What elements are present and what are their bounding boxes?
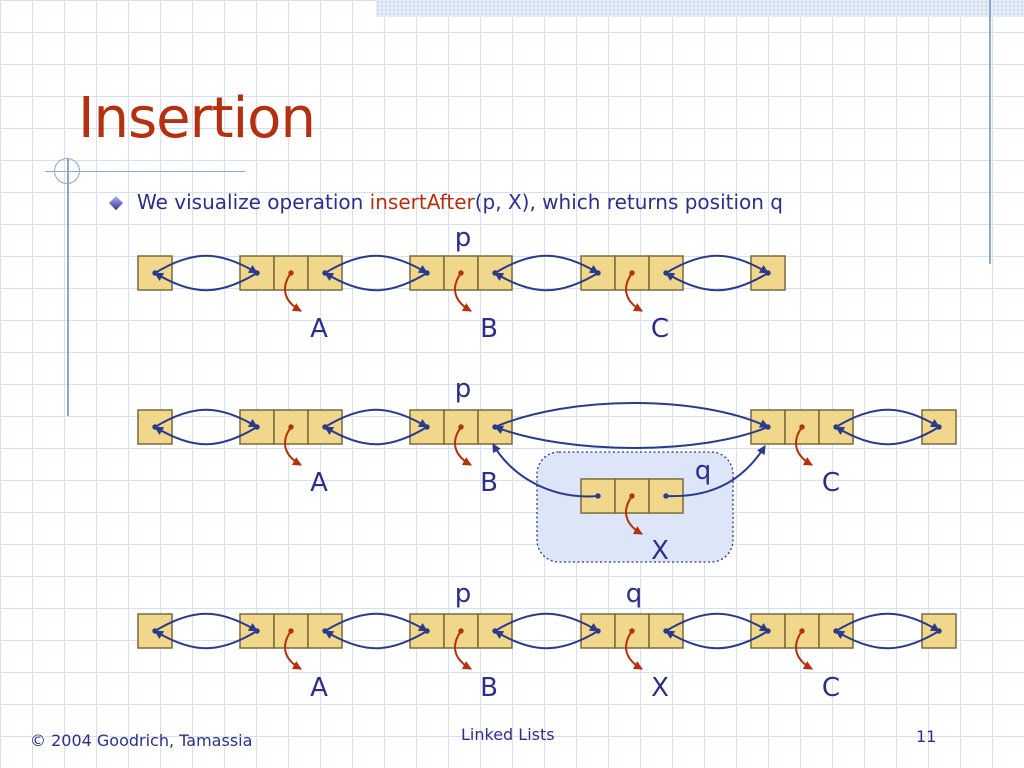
title-underline xyxy=(45,171,245,172)
step2-element-b: B xyxy=(480,468,498,498)
step3-b-x-prev-link xyxy=(494,630,599,650)
step2-c-b-prev-link xyxy=(494,425,769,449)
link-arrows-layer xyxy=(154,254,940,650)
step2-a-b-next-link xyxy=(324,408,428,428)
step3-element-b: B xyxy=(480,673,498,703)
step1-element-arrow-a xyxy=(284,272,302,312)
step2-element-arrow-a xyxy=(284,426,302,466)
step1-b-c-prev-link xyxy=(494,272,599,292)
footer-page-number: 11 xyxy=(916,727,937,746)
step1-element-b: B xyxy=(480,314,498,344)
step3-header-a-next-link xyxy=(154,612,258,632)
step3-a-b-prev-link xyxy=(324,630,428,650)
step2-header-a-next-link xyxy=(154,408,258,428)
step2-element-a: A xyxy=(310,468,328,498)
step3-element-a: A xyxy=(310,673,328,703)
footer-copyright: © 2004 Goodrich, Tamassia xyxy=(30,731,253,750)
step1-a-b-prev-link xyxy=(324,272,428,292)
step2-element-x: X xyxy=(651,536,669,566)
step2-element-arrow-b xyxy=(454,426,472,466)
step1-element-a: A xyxy=(310,314,328,344)
bullet-text-prefix: We visualize operation xyxy=(137,190,370,214)
step1-header-a-next-link xyxy=(154,254,258,274)
decorative-vertical-line-right xyxy=(989,0,991,264)
step3-b-x-next-link xyxy=(494,612,599,632)
step1-element-arrow-c xyxy=(625,272,643,312)
step3-x-c-next-link xyxy=(665,612,769,632)
step3-element-arrow-c xyxy=(795,630,813,670)
step2-a-b-prev-link xyxy=(324,426,428,446)
step3-c-trailer-next-link xyxy=(835,612,940,632)
bullet-point: We visualize operation insertAfter(p, X)… xyxy=(107,190,783,214)
step1-element-c: C xyxy=(651,314,669,344)
step2-x-b-prev-link xyxy=(492,443,599,498)
element-arrows-layer xyxy=(284,272,813,670)
step2-node-c-cell-0 xyxy=(750,409,786,445)
step2-pointer-label-q: q xyxy=(695,456,712,486)
nodes-layer xyxy=(137,255,957,649)
step3-element-c: C xyxy=(822,673,840,703)
step2-c-trailer-prev-link xyxy=(835,426,940,446)
step2-element-arrow-c xyxy=(795,426,813,466)
step2-element-c: C xyxy=(822,468,840,498)
step3-x-c-prev-link xyxy=(665,630,769,650)
step3-a-b-next-link xyxy=(324,612,428,632)
footer-topic: Linked Lists xyxy=(461,725,555,744)
decorative-circle xyxy=(54,158,80,184)
step1-a-b-next-link xyxy=(324,254,428,274)
step1-b-c-next-link xyxy=(494,254,599,274)
step1-header-a-prev-link xyxy=(154,272,258,292)
top-decorative-band xyxy=(376,0,1024,17)
step1-pointer-label-p: p xyxy=(455,223,472,253)
step3-element-arrow-x xyxy=(625,630,643,670)
step3-header-a-prev-link xyxy=(154,630,258,650)
step2-header-a-prev-link xyxy=(154,426,258,446)
decorative-vertical-line-left xyxy=(67,158,69,416)
bullet-text-suffix: (p, X), which returns position q xyxy=(474,190,783,214)
step1-element-arrow-b xyxy=(454,272,472,312)
step2-node-x-cell-1 xyxy=(614,478,650,514)
step3-pointer-label-p: p xyxy=(455,579,472,609)
bullet-keyword: insertAfter xyxy=(369,190,475,214)
step1-c-trailer-next-link xyxy=(665,254,769,274)
step2-b-c-next-link xyxy=(494,402,769,428)
step3-c-trailer-prev-link xyxy=(835,630,940,650)
step2-element-arrow-x xyxy=(625,495,643,535)
step2-c-trailer-next-link xyxy=(835,408,940,428)
step3-element-arrow-a xyxy=(284,630,302,670)
step2-pointer-label-p: p xyxy=(455,374,472,404)
step3-pointer-label-q: q xyxy=(626,579,643,609)
slide-title: Insertion xyxy=(78,86,316,151)
step3-element-arrow-b xyxy=(454,630,472,670)
step3-element-x: X xyxy=(651,673,669,703)
step2-x-c-next-link xyxy=(665,445,766,498)
step1-c-trailer-prev-link xyxy=(665,272,769,292)
